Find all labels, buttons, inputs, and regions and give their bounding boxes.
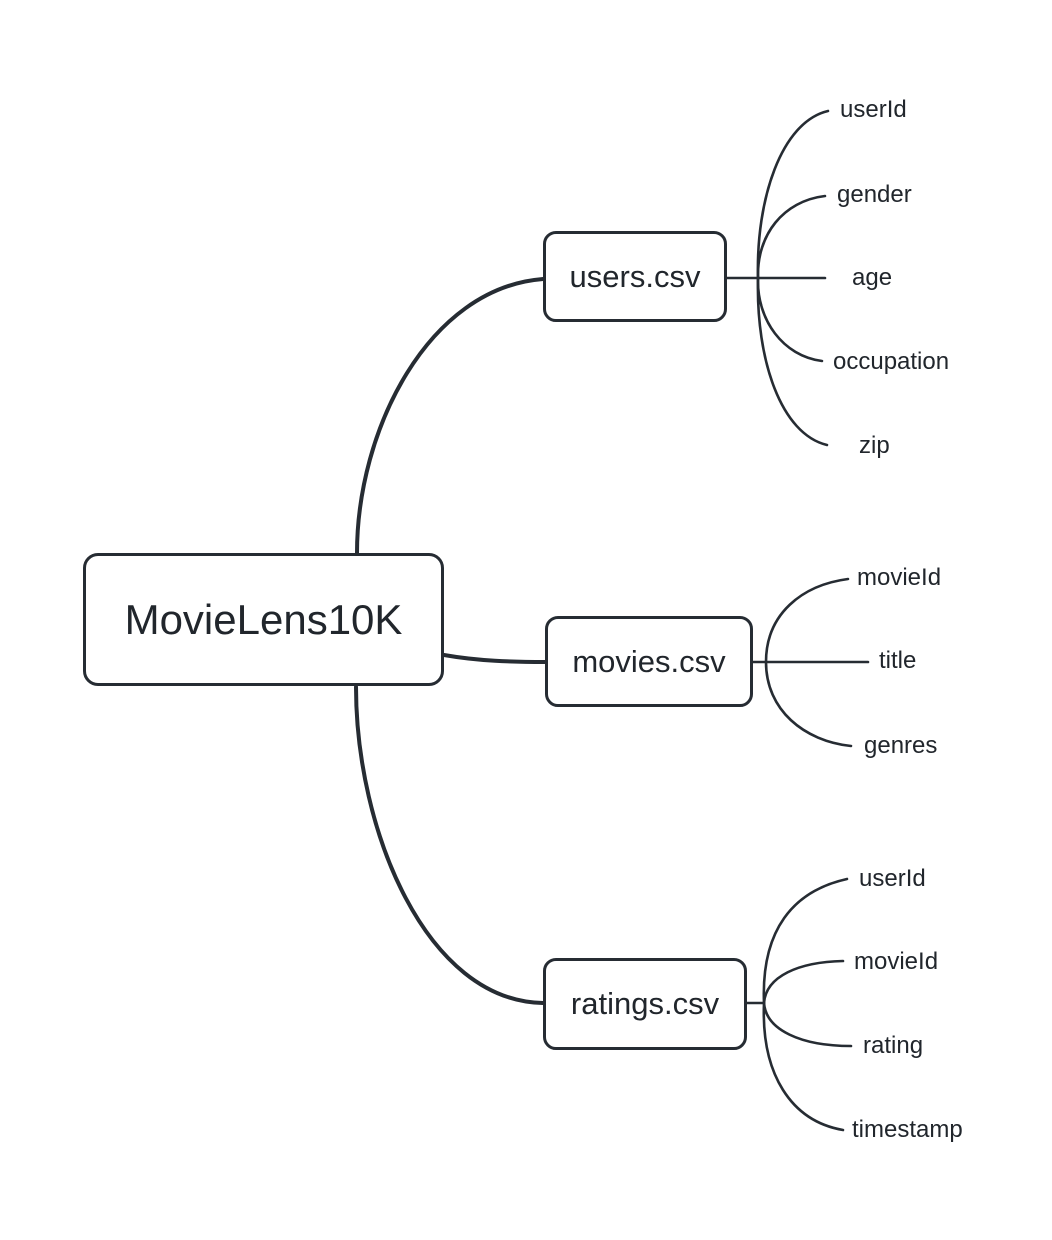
edge-users-gender <box>756 194 827 279</box>
edge-users-zip <box>756 277 829 447</box>
node-movies-csv-label: movies.csv <box>572 643 726 679</box>
leaf-users-zip: zip <box>859 432 890 459</box>
node-root-label: MovieLens10K <box>124 595 403 643</box>
edge-root-ratings <box>354 685 545 1005</box>
leaf-movies-genres: genres <box>864 732 938 759</box>
leaf-movies-title: title <box>879 647 917 674</box>
edge-ratings-timestamp <box>762 1001 845 1132</box>
leaf-ratings-timestamp: timestamp <box>852 1116 963 1143</box>
edge-ratings-userid <box>762 877 849 1005</box>
edge-root-users <box>355 277 545 555</box>
node-ratings-csv-label: ratings.csv <box>570 986 720 1021</box>
edge-ratings-rating <box>762 1001 853 1048</box>
leaf-users-age: age <box>852 264 893 291</box>
edge-movies-movieid <box>764 577 850 664</box>
leaf-users-userid: userId <box>840 96 907 123</box>
node-users-csv: users.csv <box>543 231 727 322</box>
edge-users-occupation <box>756 277 824 363</box>
node-movies-csv: movies.csv <box>545 616 753 707</box>
edge-ratings-movieid <box>762 959 845 1005</box>
leaf-users-gender: gender <box>837 181 912 208</box>
leaf-ratings-userid: userId <box>859 865 926 892</box>
edge-movies-genres <box>764 660 853 748</box>
leaf-ratings-rating: rating <box>863 1032 924 1059</box>
leaf-ratings-movieid: movieId <box>854 948 939 975</box>
node-ratings-csv: ratings.csv <box>543 958 747 1050</box>
leaf-movies-movieid: movieId <box>857 564 942 591</box>
node-users-csv-label: users.csv <box>569 258 701 294</box>
node-root: MovieLens10K <box>83 553 444 686</box>
edge-users-userid <box>756 109 830 279</box>
leaf-users-occupation: occupation <box>833 348 950 375</box>
edge-root-movies <box>442 653 547 664</box>
